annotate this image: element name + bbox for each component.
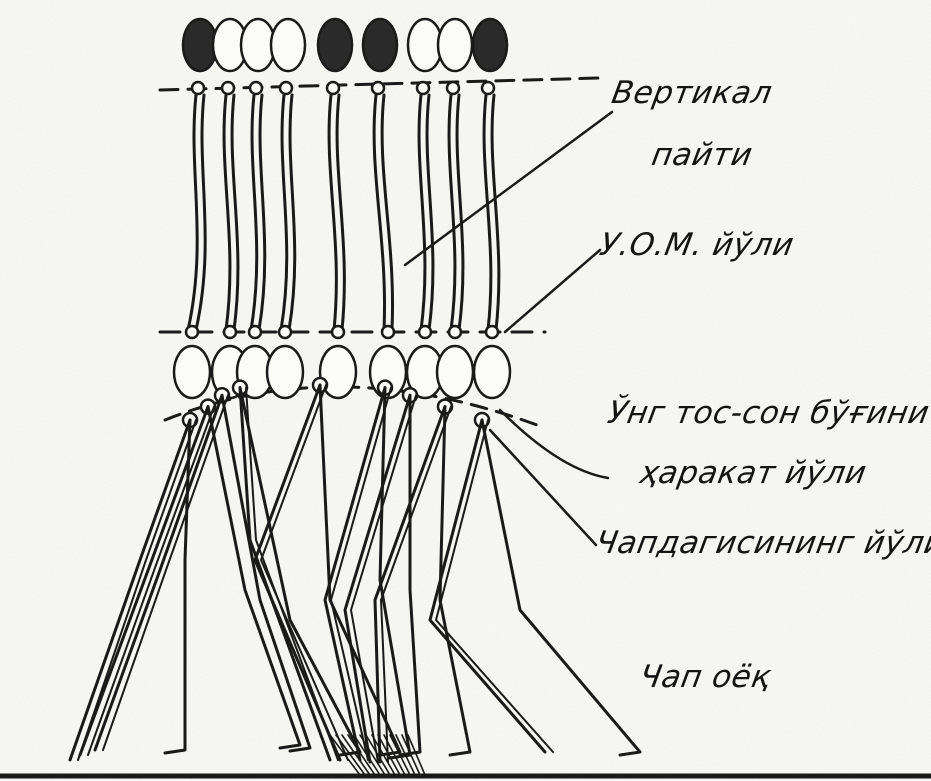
shoulder-joint bbox=[372, 82, 384, 94]
figure-head bbox=[363, 19, 397, 71]
ucm-joint bbox=[419, 326, 431, 338]
ucm-joint bbox=[449, 326, 461, 338]
figure-head bbox=[473, 19, 507, 71]
ucm-joint bbox=[186, 326, 198, 338]
pelvis-outline bbox=[267, 346, 303, 398]
figure-head bbox=[438, 19, 472, 71]
pelvis-outline bbox=[174, 346, 210, 398]
label-heel-path: Чапдагисининг йўли bbox=[593, 528, 931, 559]
ucm-joint bbox=[382, 326, 394, 338]
label-hip-joint-line2: ҳаракат йўли bbox=[637, 458, 869, 489]
ucm-joint bbox=[486, 326, 498, 338]
shoulder-joint bbox=[192, 82, 204, 94]
shoulder-joint bbox=[417, 82, 429, 94]
label-hip-joint-line1: Ўнг тос-сон бўғини bbox=[605, 398, 931, 429]
shoulder-joint bbox=[250, 82, 262, 94]
pelvis-outline bbox=[474, 346, 510, 398]
ucm-joint bbox=[224, 326, 236, 338]
label-vertical-line2: пайти bbox=[649, 140, 755, 171]
pelvis-outline bbox=[437, 346, 473, 398]
shoulder-joint bbox=[447, 82, 459, 94]
figure-head bbox=[318, 19, 352, 71]
figure-head bbox=[271, 19, 305, 71]
shoulder-joint bbox=[327, 82, 339, 94]
ucm-joint bbox=[279, 326, 291, 338]
shoulder-joint bbox=[482, 82, 494, 94]
shoulder-joint bbox=[280, 82, 292, 94]
label-left-leg: Чап оёқ bbox=[637, 662, 773, 693]
shoulder-joint bbox=[222, 82, 234, 94]
label-ucm-path: У.О.М. йўли bbox=[597, 230, 796, 261]
ucm-joint bbox=[249, 326, 261, 338]
label-vertical-line1: Вертикал bbox=[609, 78, 774, 109]
ucm-joint bbox=[332, 326, 344, 338]
